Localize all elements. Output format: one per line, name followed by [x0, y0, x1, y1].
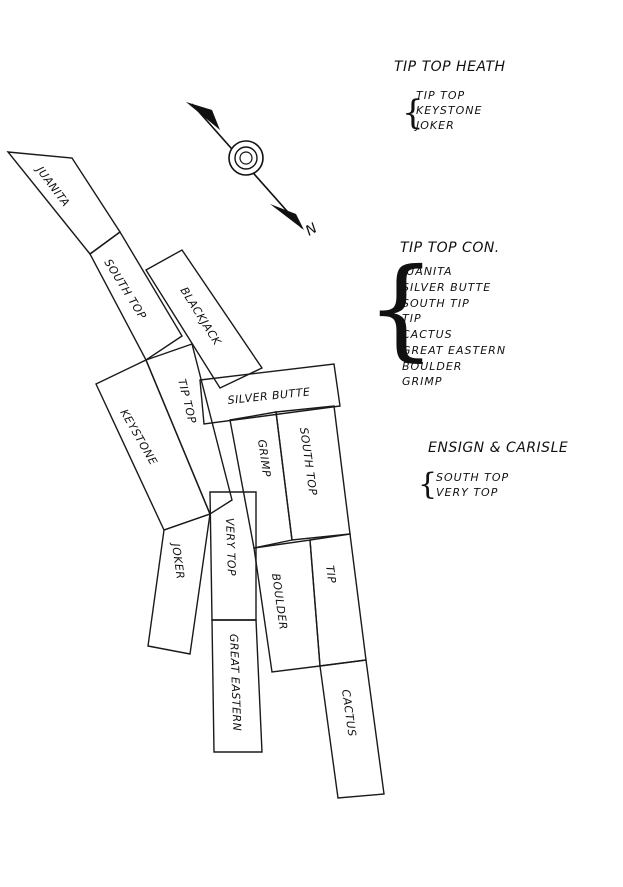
claim-juanita-label: JUANITA	[32, 162, 72, 209]
claim-silver-butte	[199, 363, 341, 425]
claim-boulder-label: BOULDER	[269, 573, 290, 631]
north-arrow: N	[186, 102, 321, 239]
claim-silver-butte-label: SILVER BUTTE	[227, 385, 311, 407]
claims: JUANITA SOUTH TOP BLACKJACK KEYSTONE TIP…	[6, 151, 385, 799]
legend-item: SOUTH TOP	[436, 471, 509, 484]
legend-item: JUANITA	[400, 265, 453, 278]
claim-cactus	[319, 659, 385, 799]
claim-south-top-2-label: SOUTH TOP	[297, 427, 319, 497]
claim-very-top-label: VERY TOP	[223, 518, 238, 577]
legend-brace-icon: {	[366, 244, 436, 372]
claim-joker	[147, 512, 211, 655]
legend-item: TIP TOP	[416, 89, 465, 102]
legend-brace-icon: {	[418, 467, 437, 502]
legend-brace-icon: {	[402, 93, 424, 133]
claim-grimp	[229, 411, 293, 549]
legend: TIP TOP HEATH { TIP TOP KEYSTONE JOKER T…	[366, 59, 568, 502]
claim-tip	[309, 533, 367, 667]
legend-group-title: ENSIGN & CARISLE	[428, 440, 568, 456]
claim-tip-top	[145, 343, 233, 516]
claim-blackjack-label: BLACKJACK	[177, 285, 223, 348]
claim-great-eastern-label: GREAT EASTERN	[227, 634, 243, 732]
claim-tip-top-label: TIP TOP	[175, 378, 199, 425]
legend-item: BOULDER	[402, 360, 462, 373]
legend-item: JOKER	[414, 119, 455, 132]
claim-great-eastern	[211, 619, 263, 753]
legend-item: SOUTH TIP	[402, 297, 470, 310]
legend-group-tip-top-heath: TIP TOP HEATH { TIP TOP KEYSTONE JOKER	[394, 59, 506, 133]
north-label: N	[303, 220, 321, 239]
legend-group-ensign-carisle: ENSIGN & CARISLE { SOUTH TOP VERY TOP	[418, 440, 568, 502]
legend-group-title: TIP TOP CON.	[400, 240, 500, 256]
claim-grimp-label: GRIMP	[255, 439, 273, 478]
legend-item: VERY TOP	[436, 486, 498, 499]
claim-south-top	[89, 230, 183, 362]
claim-blackjack	[145, 249, 264, 389]
legend-item: TIP	[402, 312, 422, 325]
legend-group-tip-top-con: TIP TOP CON. { JUANITA SILVER BUTTE SOUT…	[366, 240, 506, 388]
claim-tip-label: TIP	[323, 565, 338, 585]
claim-joker-label: JOKER	[169, 541, 187, 581]
legend-item: KEYSTONE	[416, 104, 482, 117]
legend-item: GREAT EASTERN	[402, 344, 506, 357]
legend-item: CACTUS	[402, 328, 453, 341]
claim-cactus-label: CACTUS	[339, 689, 359, 738]
claim-keystone	[95, 359, 211, 531]
legend-group-title: TIP TOP HEATH	[394, 59, 506, 75]
claim-keystone-label: KEYSTONE	[117, 407, 159, 468]
legend-item: SILVER BUTTE	[402, 281, 491, 294]
legend-item: GRIMP	[402, 375, 443, 388]
